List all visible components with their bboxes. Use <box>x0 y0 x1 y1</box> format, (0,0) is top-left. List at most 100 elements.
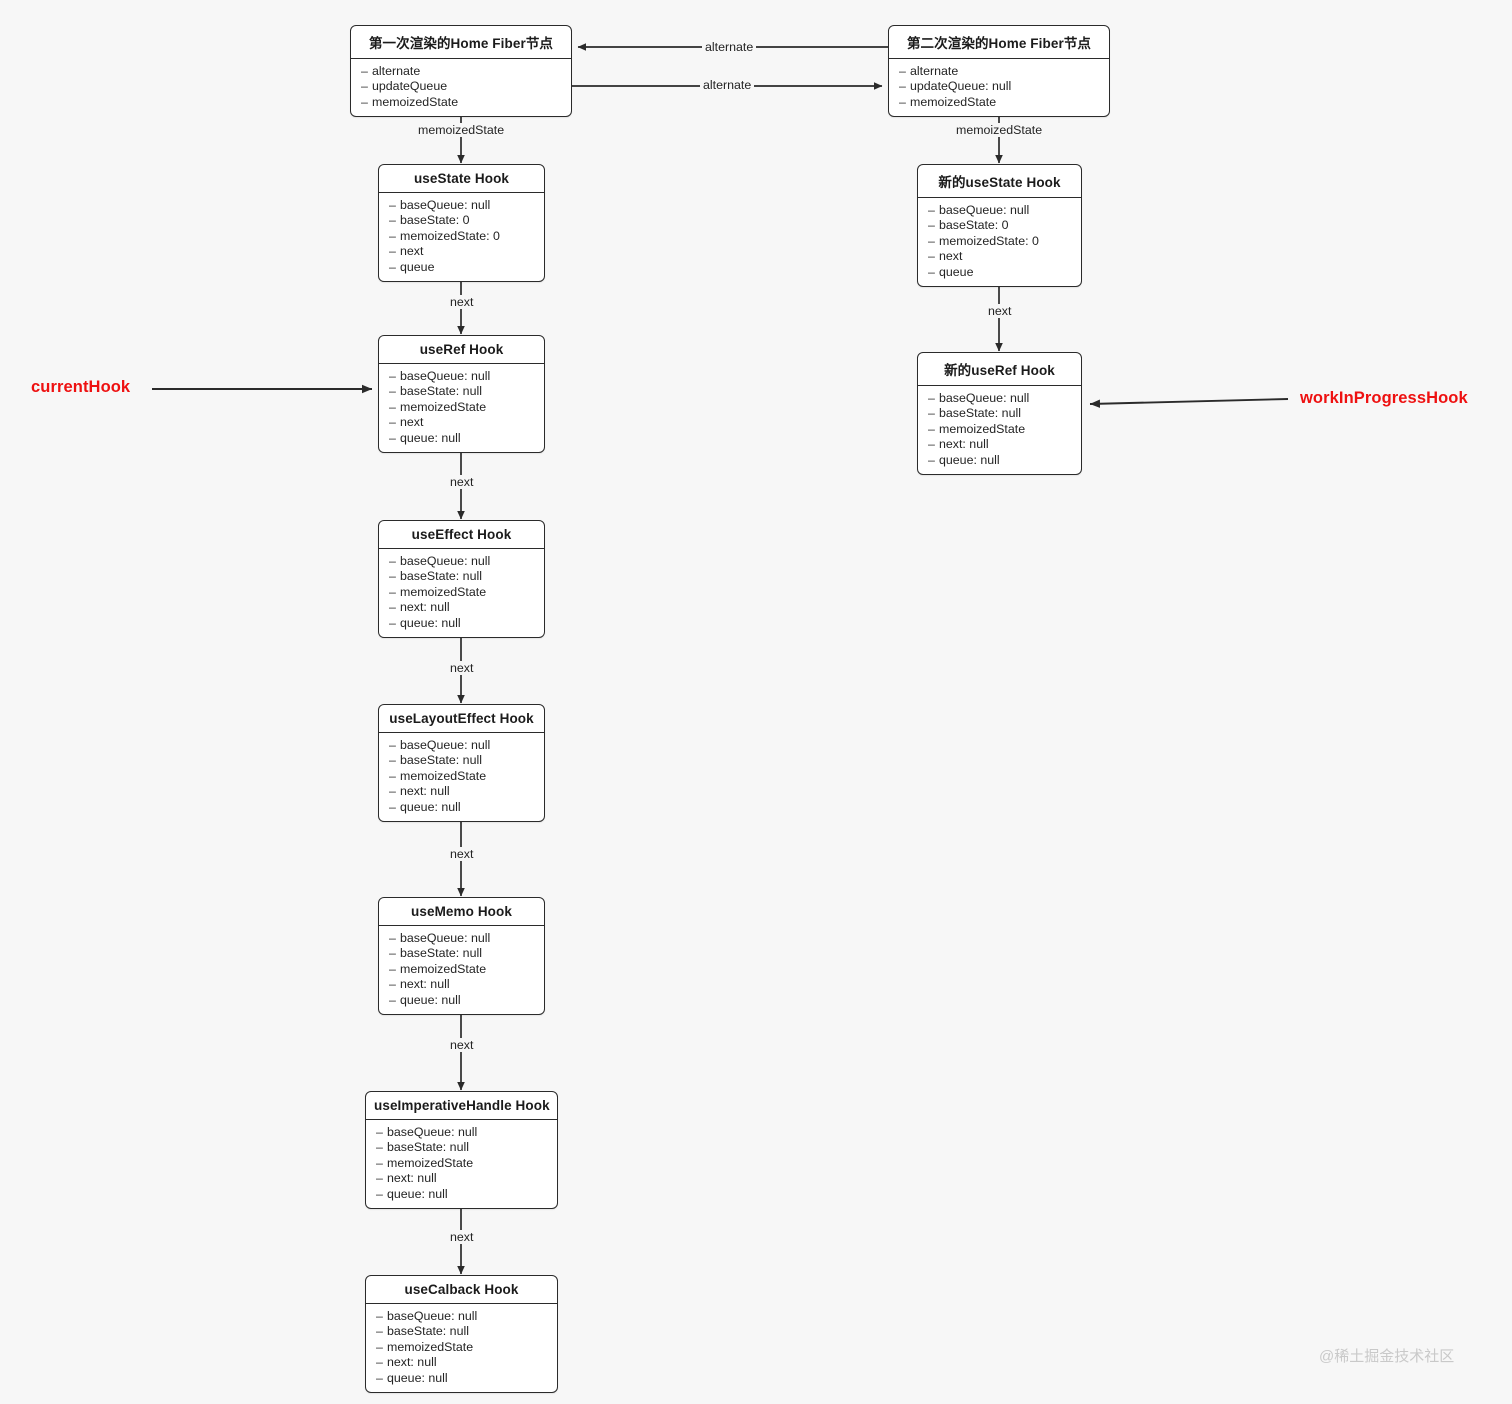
node-usecallback-hook[interactable]: useCalback Hook –baseQueue: null –baseSt… <box>365 1275 558 1394</box>
bullet-dash-icon: – <box>389 584 396 599</box>
bullet-dash-icon: – <box>376 1324 383 1339</box>
node-field: –memoizedState <box>899 95 1103 110</box>
node-field: –next: null <box>389 977 538 992</box>
bullet-dash-icon: – <box>361 79 368 94</box>
bullet-dash-icon: – <box>928 249 935 264</box>
bullet-dash-icon: – <box>389 369 396 383</box>
bullet-dash-icon: – <box>389 977 396 992</box>
edge-label-next-2: next <box>447 475 477 489</box>
bullet-dash-icon: – <box>389 554 396 568</box>
node-title: useCalback Hook <box>366 1276 557 1304</box>
node-uselayouteffect-hook[interactable]: useLayoutEffect Hook –baseQueue: null –b… <box>378 704 545 823</box>
node-useref-hook[interactable]: useRef Hook –baseQueue: null –baseState:… <box>378 335 545 454</box>
node-field-text: baseState: 0 <box>939 218 1009 233</box>
node-field-text: queue: null <box>400 615 461 630</box>
bullet-dash-icon: – <box>376 1125 383 1139</box>
node-field: –alternate <box>899 64 1103 79</box>
node-field-text: queue <box>400 259 435 274</box>
node-field-text: baseState: null <box>400 569 482 584</box>
node-field-text: queue: null <box>939 452 1000 467</box>
node-field: –memoizedState <box>389 400 538 415</box>
node-fields: –baseQueue: null –baseState: null –memoi… <box>366 1304 557 1392</box>
node-field-text: baseState: null <box>387 1140 469 1155</box>
edge-label-next-right-1: next <box>985 304 1015 318</box>
node-field-text: queue: null <box>387 1186 448 1201</box>
node-title: useImperativeHandle Hook <box>366 1092 557 1120</box>
node-title: useMemo Hook <box>379 898 544 926</box>
node-field-text: next: null <box>387 1355 437 1370</box>
node-field-text: baseState: null <box>400 384 482 399</box>
bullet-dash-icon: – <box>389 946 396 961</box>
node-field-text: alternate <box>910 64 959 78</box>
node-usestate-hook[interactable]: useState Hook –baseQueue: null –baseStat… <box>378 164 545 283</box>
bullet-dash-icon: – <box>928 391 935 405</box>
node-field: –queue <box>389 260 538 275</box>
node-field-text: baseQueue: null <box>939 391 1030 405</box>
node-field: –memoizedState <box>376 1156 551 1171</box>
node-title: 新的useState Hook <box>918 165 1081 198</box>
node-field: –memoizedState: 0 <box>928 234 1075 249</box>
node-fields: –baseQueue: null –baseState: null –memoi… <box>366 1120 557 1208</box>
node-field-text: memoizedState <box>400 768 487 783</box>
node-field: –queue: null <box>389 616 538 631</box>
node-field-text: baseState: null <box>387 1324 469 1339</box>
node-field: –next <box>389 244 538 259</box>
node-fields: –alternate –updateQueue: null –memoizedS… <box>889 59 1109 116</box>
edge-label-next-5: next <box>447 1038 477 1052</box>
node-useimperativehandle-hook[interactable]: useImperativeHandle Hook –baseQueue: nul… <box>365 1091 558 1210</box>
node-field-text: queue: null <box>400 992 461 1007</box>
node-usememo-hook[interactable]: useMemo Hook –baseQueue: null –baseState… <box>378 897 545 1016</box>
node-field-text: queue: null <box>400 430 461 445</box>
bullet-dash-icon: – <box>376 1155 383 1170</box>
node-field: –memoizedState <box>376 1340 551 1355</box>
node-field-text: baseQueue: null <box>400 738 491 752</box>
node-field-text: baseQueue: null <box>400 931 491 945</box>
node-field: –memoizedState <box>389 585 538 600</box>
node-field-text: baseQueue: null <box>400 198 491 212</box>
node-field: –next: null <box>389 784 538 799</box>
edge-label-next-6: next <box>447 1230 477 1244</box>
node-field: –next: null <box>389 600 538 615</box>
bullet-dash-icon: – <box>389 931 396 945</box>
node-field: –queue: null <box>376 1371 551 1386</box>
edge-label-alternate-bottom: alternate <box>700 78 755 92</box>
node-second-render-home-fiber[interactable]: 第二次渲染的Home Fiber节点 –alternate –updateQue… <box>888 25 1110 118</box>
node-field: –next: null <box>376 1171 551 1186</box>
bullet-dash-icon: – <box>928 203 935 217</box>
node-field: –baseState: null <box>389 946 538 961</box>
bullet-dash-icon: – <box>389 799 396 814</box>
node-field-text: next: null <box>939 437 989 452</box>
node-fields: –baseQueue: null –baseState: null –memoi… <box>379 549 544 637</box>
node-field-text: baseState: null <box>400 753 482 768</box>
edge-label-alternate-top: alternate <box>702 40 757 54</box>
watermark: @稀土掘金技术社区 <box>1319 1348 1455 1365</box>
edge-label-memoizedstate-left: memoizedState <box>415 123 508 137</box>
node-field: –next <box>928 249 1075 264</box>
bullet-dash-icon: – <box>361 94 368 109</box>
node-field-text: memoizedState <box>387 1155 474 1170</box>
node-field-text: memoizedState <box>400 961 487 976</box>
node-fields: –baseQueue: null –baseState: 0 –memoized… <box>918 198 1081 286</box>
node-field-text: next: null <box>387 1171 437 1186</box>
node-new-useref-hook[interactable]: 新的useRef Hook –baseQueue: null –baseStat… <box>917 352 1082 476</box>
node-fields: –baseQueue: null –baseState: null –memoi… <box>379 926 544 1014</box>
node-field-text: updateQueue <box>372 79 448 94</box>
bullet-dash-icon: – <box>389 244 396 259</box>
node-useeffect-hook[interactable]: useEffect Hook –baseQueue: null –baseSta… <box>378 520 545 639</box>
node-field: –baseQueue: null <box>389 198 538 213</box>
node-new-usestate-hook[interactable]: 新的useState Hook –baseQueue: null –baseSt… <box>917 164 1082 288</box>
annotation-work-in-progress-hook: workInProgressHook <box>1300 389 1468 407</box>
node-field-text: alternate <box>372 64 421 78</box>
node-first-render-home-fiber[interactable]: 第一次渲染的Home Fiber节点 –alternate –updateQue… <box>350 25 572 118</box>
edge-label-next-3: next <box>447 661 477 675</box>
bullet-dash-icon: – <box>389 569 396 584</box>
bullet-dash-icon: – <box>928 264 935 279</box>
node-field: –baseQueue: null <box>389 554 538 569</box>
node-field: –baseQueue: null <box>389 369 538 384</box>
node-field: –queue <box>928 265 1075 280</box>
bullet-dash-icon: – <box>389 228 396 243</box>
bullet-dash-icon: – <box>361 64 368 78</box>
node-field: –baseState: null <box>389 753 538 768</box>
node-fields: –baseQueue: null –baseState: 0 –memoized… <box>379 193 544 281</box>
